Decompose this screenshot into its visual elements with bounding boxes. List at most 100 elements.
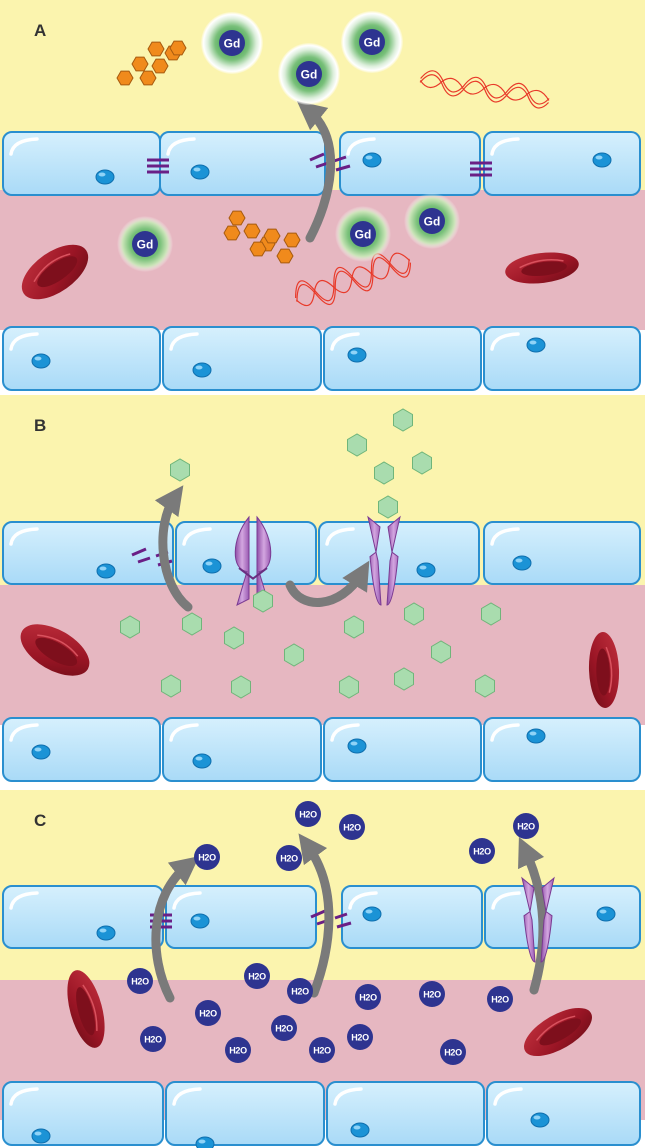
glucose-hexagon	[182, 612, 202, 636]
h2o-core	[225, 1037, 251, 1063]
glucose-hexagon	[170, 458, 190, 482]
water-molecule: H2O	[295, 801, 321, 827]
endothelial-cell	[341, 885, 483, 949]
fibrin-strand	[295, 252, 411, 307]
fibrin-strand	[295, 253, 410, 302]
glucose-hexagon	[224, 626, 244, 650]
transport-arrow	[298, 833, 334, 998]
protein-ring	[223, 225, 241, 241]
endothelial-cell	[162, 717, 322, 782]
gd-core	[219, 30, 245, 56]
protein-ring	[243, 223, 261, 239]
tight-junction	[470, 161, 492, 177]
rbc-dimple	[539, 1018, 581, 1046]
panel-letter: A	[34, 21, 46, 40]
gd-label: Gd	[301, 68, 318, 82]
h2o-label: H2O	[359, 992, 377, 1002]
cell-body	[483, 326, 641, 391]
cell-highlight	[490, 527, 520, 546]
cell-highlight	[9, 137, 39, 156]
h2o-label: H2O	[275, 1023, 293, 1033]
gadolinium-molecule: Gd	[117, 216, 173, 272]
rbc-shine	[37, 634, 79, 657]
junction-fragment	[131, 547, 147, 557]
protein-chain	[116, 40, 187, 86]
nucleus	[192, 362, 212, 378]
glucose-hexagon	[475, 674, 495, 698]
water-molecule: H2O	[469, 838, 495, 864]
rbc-dimple	[37, 256, 78, 288]
nucleus-highlight	[193, 916, 201, 921]
endothelial-cell	[323, 326, 482, 391]
junction-fragment	[310, 909, 326, 919]
nucleus-highlight	[365, 909, 373, 914]
transporter-protein-open	[367, 515, 401, 606]
nucleus	[192, 753, 212, 769]
gd-label: Gd	[224, 37, 241, 51]
glucose-hexagon	[284, 643, 304, 667]
cell-body	[484, 885, 641, 949]
water-molecule: H2O	[194, 844, 220, 870]
cell-highlight	[182, 527, 212, 546]
nucleus	[530, 1112, 550, 1128]
h2o-label: H2O	[444, 1047, 462, 1057]
h2o-core	[271, 1015, 297, 1041]
cell-highlight	[9, 527, 39, 546]
nucleus-highlight	[515, 558, 523, 563]
nucleus	[512, 555, 532, 571]
red-blood-cell	[588, 632, 620, 708]
h2o-core	[244, 963, 270, 989]
transport-arrow	[518, 836, 548, 995]
protein-ring	[228, 210, 246, 226]
gd-label: Gd	[424, 215, 441, 229]
fibrin-strand	[296, 256, 412, 306]
transporter-left-lobe	[521, 876, 536, 963]
fibrin-strand	[419, 77, 550, 101]
glucose-hexagon	[347, 433, 367, 457]
rbc-dimple	[76, 987, 96, 1036]
endothelial-cell	[483, 717, 641, 782]
water-molecule: H2O	[513, 813, 539, 839]
protein-ring	[263, 228, 281, 244]
endothelial-cell	[326, 1081, 485, 1146]
h2o-core	[140, 1026, 166, 1052]
h2o-label: H2O	[423, 989, 441, 999]
endothelial-cell	[486, 1081, 641, 1146]
nucleus	[190, 164, 210, 180]
nucleus	[96, 925, 116, 941]
transporter-right-lobe	[540, 876, 555, 963]
h2o-label: H2O	[351, 1032, 369, 1042]
protein-ring	[151, 58, 169, 74]
panel-letter: B	[34, 416, 46, 435]
gd-core	[350, 221, 376, 247]
nucleus-highlight	[34, 747, 42, 752]
cell-highlight	[490, 723, 520, 742]
cell-highlight	[330, 723, 360, 742]
nucleus	[31, 1128, 51, 1144]
protein-ring	[169, 40, 187, 56]
endothelial-cell	[2, 885, 164, 949]
disrupted-junction	[309, 152, 351, 172]
cell-body	[2, 326, 161, 391]
gadolinium-molecule: Gd	[341, 11, 403, 73]
cell-highlight	[491, 891, 521, 910]
h2o-label: H2O	[198, 852, 216, 862]
gadolinium-molecule: Gd	[278, 43, 340, 105]
water-molecule: H2O	[276, 845, 302, 871]
endothelial-cell	[2, 326, 161, 391]
water-molecule: H2O	[244, 963, 270, 989]
endothelial-cell	[2, 1081, 164, 1146]
transport-arrow	[151, 856, 200, 1003]
water-molecule: H2O	[195, 1000, 221, 1026]
h2o-core	[440, 1039, 466, 1065]
nucleus	[596, 906, 616, 922]
glucose-hexagon	[481, 602, 501, 626]
h2o-label: H2O	[473, 846, 491, 856]
glucose-hexagon	[344, 615, 364, 639]
cell-highlight	[169, 332, 199, 351]
cell-body	[486, 1081, 641, 1146]
nucleus	[362, 152, 382, 168]
